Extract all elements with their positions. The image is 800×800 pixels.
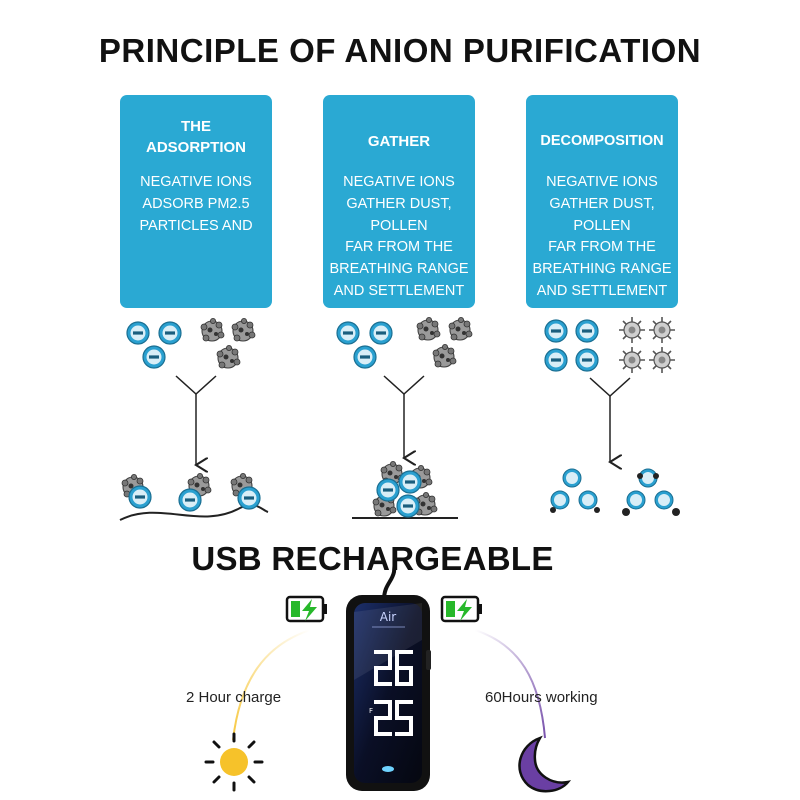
- air-purifier-device: Air F 26 25: [346, 559, 431, 791]
- sun-icon: [204, 732, 264, 792]
- battery-charging-icon: [440, 595, 482, 623]
- purification-diagrams: [119, 316, 680, 521]
- device-temperature-display: [374, 650, 413, 736]
- device-brand-label: Air: [380, 610, 397, 624]
- gather-diagram: [336, 316, 473, 519]
- card-body: NEGATIVE IONS ADSORB PM2.5 PARTICLES AND: [139, 174, 253, 234]
- card-heading: GATHER: [367, 133, 431, 150]
- card-adsorption: THE ADSORPTION NEGATIVE IONS ADSORB PM2.…: [120, 95, 272, 308]
- decomposition-diagram: [544, 316, 680, 516]
- page-title: PRINCIPLE OF ANION PURIFICATION: [98, 32, 702, 69]
- usb-title: USB RECHARGEABLE: [191, 540, 554, 577]
- card-decomposition: DECOMPOSITION NEGATIVE IONS GATHER DUST,…: [526, 95, 678, 308]
- device-unit-label: F: [369, 707, 373, 715]
- working-time-label: 60Hours working: [485, 689, 598, 706]
- card-heading: THE ADSORPTION: [145, 118, 246, 156]
- card-heading: DECOMPOSITION: [540, 133, 664, 149]
- battery-charging-icon: [285, 595, 327, 623]
- card-gather: GATHER NEGATIVE IONS GATHER DUST, POLLEN…: [323, 95, 475, 308]
- card-body: NEGATIVE IONS GATHER DUST, POLLEN FAR FR…: [532, 174, 672, 299]
- adsorption-diagram: [119, 317, 269, 521]
- moon-icon: [518, 735, 572, 793]
- card-body: NEGATIVE IONS GATHER DUST, POLLEN FAR FR…: [329, 174, 469, 299]
- charge-time-label: 2 Hour charge: [186, 689, 282, 706]
